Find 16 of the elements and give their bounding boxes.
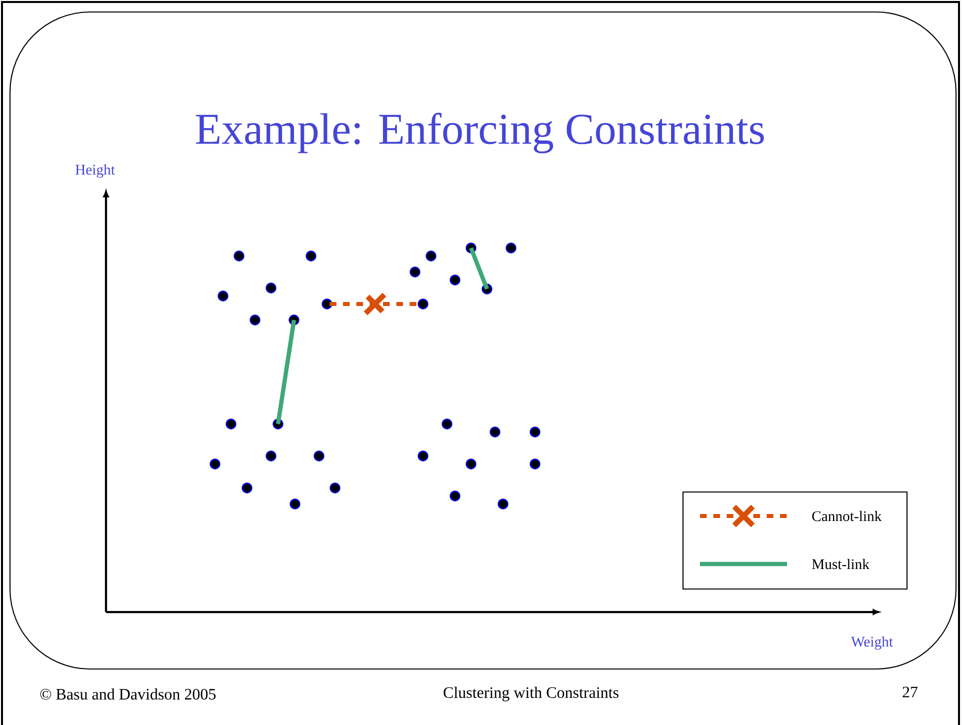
title: Example: Enforcing Constraints — [196, 112, 764, 154]
data-point — [288, 314, 300, 326]
axis-label: Weight — [851, 636, 893, 650]
data-point — [418, 298, 428, 310]
footer-text: © Basu and Davidson 2005 — [40, 688, 216, 700]
must-link-line — [469, 247, 489, 290]
footer-text: Clustering with Constraints — [444, 686, 618, 702]
page-number: 27 — [902, 686, 918, 698]
must-link-line — [276, 320, 296, 424]
data-point — [322, 298, 332, 310]
axis-label: Height — [75, 164, 115, 178]
legend-text: Must-link — [812, 558, 870, 570]
data-point — [466, 242, 476, 254]
data-point — [482, 284, 492, 294]
legend-text: Cannot-link — [812, 510, 882, 522]
data-point — [272, 418, 284, 430]
